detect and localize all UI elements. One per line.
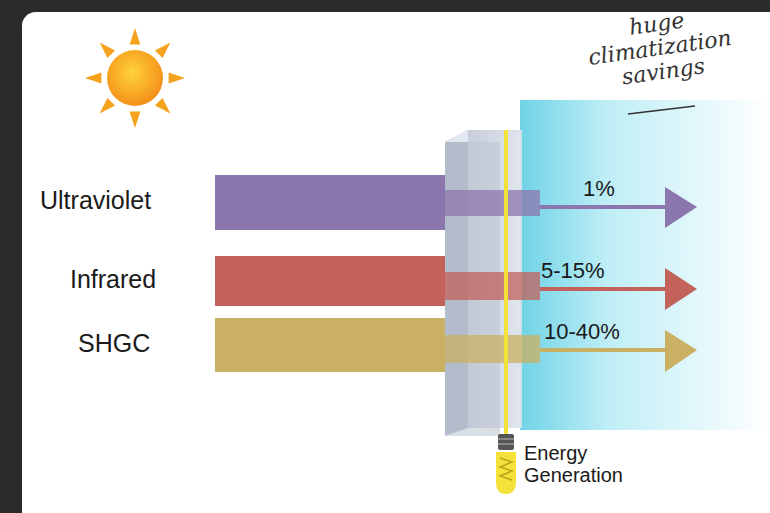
- sun-ray: [130, 28, 141, 44]
- shgc-arrow: [215, 318, 450, 372]
- spectrum-label: Ultraviolet: [40, 187, 151, 215]
- shgc-band: [445, 335, 540, 363]
- sun-ray: [100, 43, 116, 59]
- bulb-icon: [496, 434, 516, 494]
- percentage-label: 1%: [583, 177, 615, 201]
- energy-line: [504, 130, 508, 434]
- percentage-label: 10-40%: [544, 320, 620, 344]
- spectrum-label: Infrared: [70, 266, 156, 294]
- sun-ray: [169, 73, 185, 84]
- sun-icon: [85, 28, 185, 128]
- sun-ray: [100, 98, 116, 114]
- panel: [22, 12, 770, 513]
- interior-glow: [520, 100, 770, 430]
- uv-arrow: [215, 175, 450, 230]
- ir-arrow: [215, 256, 450, 306]
- uv-out-arrow: [540, 187, 697, 228]
- sun-ray: [85, 73, 101, 84]
- spectrum-label: SHGC: [78, 330, 150, 358]
- underline: [628, 106, 695, 114]
- sun-ray: [130, 112, 141, 128]
- sun-ray: [155, 43, 171, 59]
- uv-band: [445, 190, 540, 216]
- percentage-label: 5-15%: [541, 259, 605, 283]
- sun-ray: [155, 98, 171, 114]
- ir-band: [445, 272, 540, 300]
- caption-label: Energy Generation: [524, 442, 644, 486]
